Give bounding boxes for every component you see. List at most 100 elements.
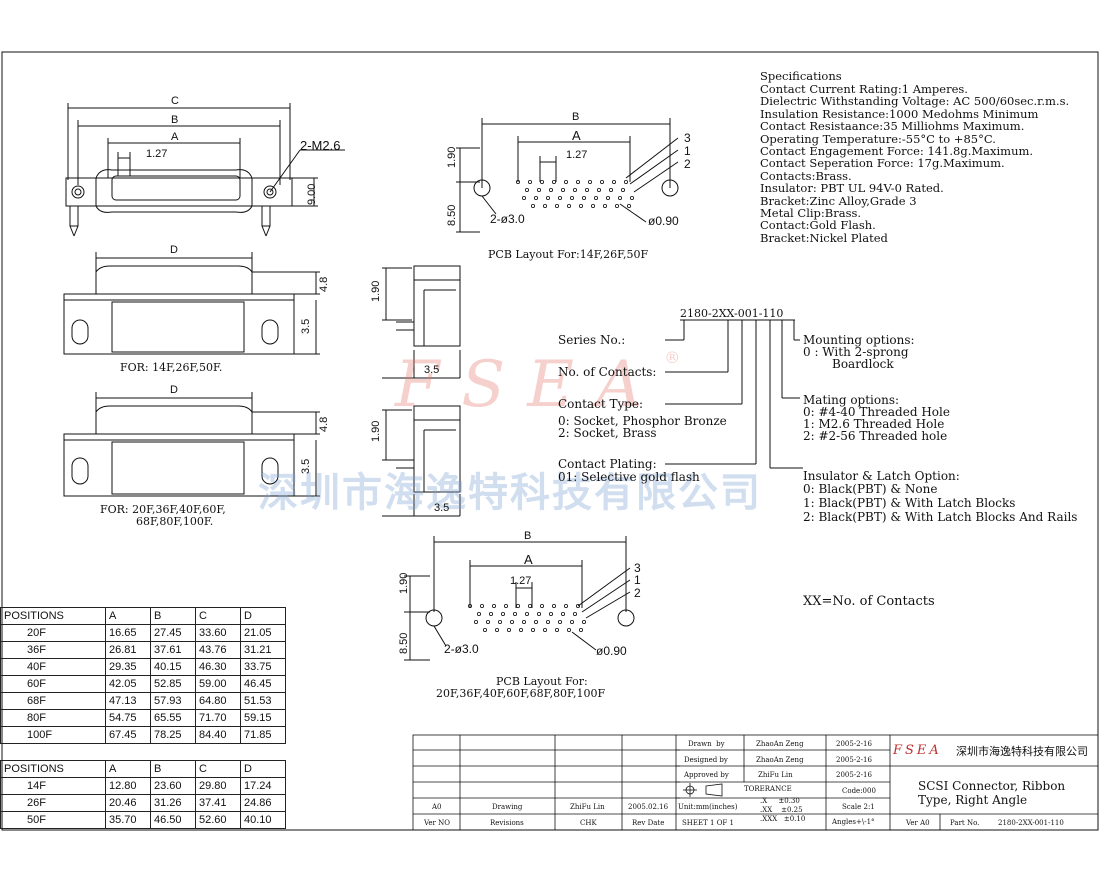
spec-line: Contact Seperation Force: 17g.Maximum. (760, 156, 1005, 171)
series-label: Series No.: (558, 333, 626, 347)
table-cell: 50F (0, 811, 106, 829)
table-cell: 20.46 (105, 794, 151, 812)
tb-tol-x: .X ±0.30 (760, 797, 800, 805)
table-cell: 46.50 (150, 811, 196, 829)
pin-hole (558, 195, 563, 200)
dim-d-label-mid: D (170, 244, 178, 256)
pin-hole (476, 612, 481, 617)
tb-rev-a0: A0 (432, 803, 442, 811)
caption-bot-2: 68F,80F,100F. (136, 515, 214, 528)
pin-hole (591, 203, 596, 208)
tb-approved-date: 2005-2-16 (836, 771, 872, 779)
table-cell: 23.60 (150, 777, 196, 795)
insulator-title: Insulator & Latch Option: (803, 469, 960, 483)
table-cell: 40.15 (150, 658, 196, 676)
table-cell: 17.24 (240, 777, 286, 795)
table-cell: 31.21 (240, 641, 286, 659)
pin-hole (543, 628, 548, 633)
plating-title: Contact Plating: (558, 457, 657, 471)
spec-title: Specifications (760, 69, 842, 83)
pin-hole (603, 203, 608, 208)
table-header-cell: C (195, 760, 241, 778)
pin-hole (585, 187, 590, 192)
spec-line: Contact Resistaance:35 Milliohms Maximum… (760, 119, 1025, 134)
pin-hole (618, 195, 623, 200)
tb-part-no-label: Part No. (950, 819, 980, 827)
pin-hole (537, 187, 542, 192)
pin-hole (564, 604, 569, 609)
dim-c-label: C (171, 95, 179, 107)
pin-hole (534, 195, 539, 200)
pin-hole (543, 203, 548, 208)
table-cell: 80F (0, 709, 106, 727)
tb-company: 深圳市海逸特科技有限公司 (956, 745, 1088, 758)
pcb-layout-1 (456, 118, 679, 233)
table-header-cell: B (150, 607, 196, 625)
pin-hole (570, 620, 575, 625)
table-cell: 37.41 (195, 794, 241, 812)
spec-line: Contact Current Rating:1 Amperes. (760, 82, 968, 96)
plating-opt1: 01: Selective gold flash (558, 470, 700, 484)
pin-hole (582, 620, 587, 625)
pin-hole (525, 612, 530, 617)
pin-hole (503, 604, 508, 609)
pin-hole (588, 179, 593, 184)
table-cell: 84.40 (195, 726, 241, 744)
table-header-cell: D (240, 760, 286, 778)
pcb2-pin-3: 3 (634, 561, 641, 575)
pin-hole (573, 187, 578, 192)
pin-hole (531, 628, 536, 633)
tb-ver-no: Ver NO (424, 819, 450, 827)
pcb1-b-label: B (572, 111, 580, 123)
tb-approved-name: ZhiFu Lin (758, 771, 793, 779)
pin-hole (606, 195, 611, 200)
pcb2-caption-1: PCB Layout For: (496, 675, 588, 688)
pin-hole (612, 179, 617, 184)
pin-hole (497, 620, 502, 625)
pin-hole (467, 604, 472, 609)
table-cell: 52.60 (195, 811, 241, 829)
table-cell: 46.30 (195, 658, 241, 676)
table-cell: 24.86 (240, 794, 286, 812)
dim-35-mid: 3.5 (300, 318, 312, 334)
tb-code: Code:000 (842, 787, 876, 795)
mating-opt2: 2: #2-56 Threaded hole (803, 429, 948, 443)
pin-hole (627, 203, 632, 208)
tb-chk-name: ZhiFu Lin (570, 803, 605, 811)
tb-tolerance: TORERANCE (744, 785, 792, 793)
front-view-top (65, 103, 345, 237)
spec-line: Dielectric Withstanding Voltage: AC 500/… (760, 94, 1070, 109)
spec-line: Contacts:Brass. (760, 168, 852, 183)
front-view-middle (63, 252, 320, 355)
tb-logo: FSEA (893, 743, 942, 758)
spec-line: Contact Engagement Force: 141.8g.Maximum… (760, 144, 1034, 158)
pin-hole (567, 628, 572, 633)
table-cell: 35.70 (105, 811, 151, 829)
tb-drawn-label: Drawn by (688, 740, 725, 748)
tb-approved-label: Approved by (684, 771, 729, 779)
pin-hole (558, 620, 563, 625)
pcb1-pin-1: 1 (684, 144, 691, 158)
pin-hole (561, 187, 566, 192)
insulator-opt0: 0: Black(PBT) & None (803, 482, 938, 496)
contact-type-title: Contact Type: (558, 397, 644, 411)
pin-hole (528, 179, 533, 184)
spec-line: Insulator: PBT UL 94V-0 Rated. (760, 181, 944, 196)
pin-hole (582, 195, 587, 200)
pin-hole (494, 628, 499, 633)
pin-hole (624, 179, 629, 184)
tb-designed-date: 2005-2-16 (836, 756, 872, 764)
spec-line: Bracket:Zinc Alloy,Grade 3 (760, 193, 917, 208)
tb-drawn-name: ZhaoAn Zeng (756, 740, 804, 748)
pin-hole (555, 628, 560, 633)
pin-hole (491, 604, 496, 609)
table-cell: 43.76 (195, 641, 241, 659)
pin-hole (537, 612, 542, 617)
table-cell: 42.05 (105, 675, 151, 693)
side1-dim-35: 3.5 (424, 364, 440, 376)
